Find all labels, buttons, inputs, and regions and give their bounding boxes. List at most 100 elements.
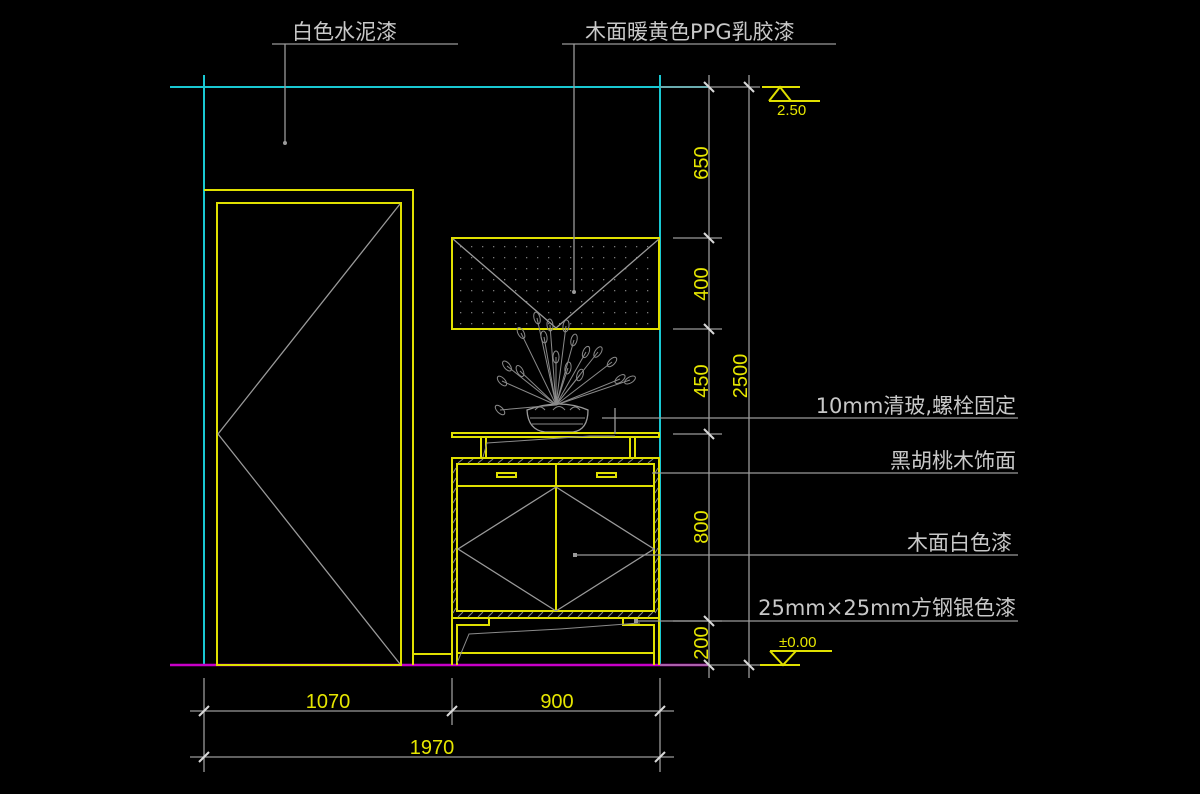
hatch-dot bbox=[570, 268, 572, 270]
hatch-dot bbox=[592, 290, 594, 292]
drawer-handle-right bbox=[596, 472, 617, 478]
hatch-stroke bbox=[517, 458, 524, 464]
hatch-dot bbox=[647, 257, 649, 259]
flower-stem bbox=[555, 378, 621, 406]
left-door-open-lines bbox=[456, 486, 557, 612]
hatch-stroke bbox=[527, 458, 534, 464]
flower-stem bbox=[501, 380, 557, 406]
hatch-dot bbox=[570, 279, 572, 281]
hatch-dot bbox=[570, 290, 572, 292]
hatch-stroke bbox=[537, 611, 544, 618]
annotation-steel-frame: 25mm×25mm方钢银色漆 bbox=[758, 596, 1016, 620]
hatch-dot bbox=[614, 246, 616, 248]
hatch-dot bbox=[537, 301, 539, 303]
annotation-door-paint: 木面白色漆 bbox=[907, 531, 1012, 555]
hatch-dot bbox=[581, 246, 583, 248]
door-frame-outer bbox=[204, 189, 414, 665]
hatch-dot bbox=[636, 290, 638, 292]
flower-head bbox=[593, 346, 603, 358]
dim-label-400: 400 bbox=[691, 267, 713, 300]
hatch-dot bbox=[526, 290, 528, 292]
hatch-dot bbox=[592, 246, 594, 248]
hatch-dot bbox=[537, 279, 539, 281]
hatch-stroke bbox=[457, 458, 464, 464]
base-frame-left bbox=[456, 618, 490, 665]
hatch-stroke bbox=[654, 587, 659, 594]
hatch-stroke bbox=[477, 458, 484, 464]
hatch-dot bbox=[471, 323, 473, 325]
hatch-dot bbox=[504, 290, 506, 292]
dim-label-650: 650 bbox=[691, 146, 713, 179]
hatch-stroke bbox=[497, 611, 504, 618]
hatch-dot bbox=[471, 312, 473, 314]
hatch-dot bbox=[493, 268, 495, 270]
hatch-stroke bbox=[587, 611, 594, 618]
hatch-dot bbox=[493, 257, 495, 259]
hatch-dot bbox=[537, 268, 539, 270]
hatch-stroke bbox=[487, 611, 494, 618]
hatch-stroke bbox=[654, 607, 659, 614]
level-marker-floor: ±0.00 bbox=[760, 634, 832, 667]
hatch-stroke bbox=[452, 517, 457, 524]
hatch-dot bbox=[504, 246, 506, 248]
hatch-dot bbox=[603, 301, 605, 303]
hatch-dot bbox=[515, 312, 517, 314]
flower-stem bbox=[555, 351, 587, 406]
hatch-dot bbox=[647, 301, 649, 303]
hatch-stroke bbox=[597, 458, 604, 464]
hatch-stroke bbox=[647, 458, 654, 464]
dim-label-800: 800 bbox=[691, 510, 713, 543]
hatch-dot bbox=[515, 268, 517, 270]
hatch-dot bbox=[515, 290, 517, 292]
flower-head bbox=[516, 327, 526, 339]
hatch-stroke bbox=[452, 597, 457, 604]
base-reflection bbox=[456, 622, 641, 664]
hatch-dot bbox=[515, 257, 517, 259]
hatch-dot bbox=[515, 301, 517, 303]
hatch-dot bbox=[592, 323, 594, 325]
hatch-dot bbox=[471, 279, 473, 281]
hatch-dot bbox=[548, 290, 550, 292]
hatch-dot bbox=[636, 301, 638, 303]
hatch-dot bbox=[581, 323, 583, 325]
hatch-dot bbox=[526, 268, 528, 270]
annotation-glass-shelf: 10mm清玻,螺栓固定 bbox=[816, 394, 1016, 418]
hatch-stroke bbox=[457, 611, 464, 618]
hatch-dot bbox=[592, 301, 594, 303]
dim-label-450: 450 bbox=[691, 364, 713, 397]
hatch-stroke bbox=[654, 507, 659, 514]
dimension-tick bbox=[743, 81, 755, 93]
console-cabinet bbox=[451, 432, 660, 665]
flower-stem bbox=[555, 367, 569, 406]
flower-head bbox=[614, 374, 626, 384]
hatch-dot bbox=[570, 301, 572, 303]
hatch-dot bbox=[647, 246, 649, 248]
hatch-dot bbox=[636, 268, 638, 270]
hatch-dot bbox=[581, 290, 583, 292]
leader-dot bbox=[573, 553, 577, 557]
flower-stem bbox=[555, 325, 567, 406]
hatch-stroke bbox=[452, 487, 457, 494]
dimension-ticks bbox=[198, 705, 666, 763]
hatch-dot bbox=[482, 312, 484, 314]
hatch-dot bbox=[493, 312, 495, 314]
hatch-dot bbox=[603, 323, 605, 325]
flower-head bbox=[576, 368, 584, 382]
hatch-stroke bbox=[567, 611, 574, 618]
hatch-dot bbox=[526, 323, 528, 325]
hatch-dot bbox=[482, 323, 484, 325]
hatch-stroke bbox=[654, 537, 659, 544]
hatch-dot bbox=[614, 312, 616, 314]
annotations: 白色水泥漆 木面暖黄色PPG乳胶漆 10mm清玻,螺栓固定 黑胡桃木饰面 木面白… bbox=[272, 20, 1018, 623]
hatch-stroke bbox=[607, 611, 614, 618]
upper-cabinet-body bbox=[451, 237, 660, 330]
hatch-dot bbox=[603, 312, 605, 314]
hatch-dot bbox=[570, 246, 572, 248]
hatch-dot bbox=[625, 301, 627, 303]
hatch-stroke bbox=[452, 607, 457, 614]
hatch-dot bbox=[592, 279, 594, 281]
hatch-stroke bbox=[627, 458, 634, 464]
dimension-tick bbox=[198, 751, 210, 763]
hatch-dot bbox=[460, 246, 462, 248]
